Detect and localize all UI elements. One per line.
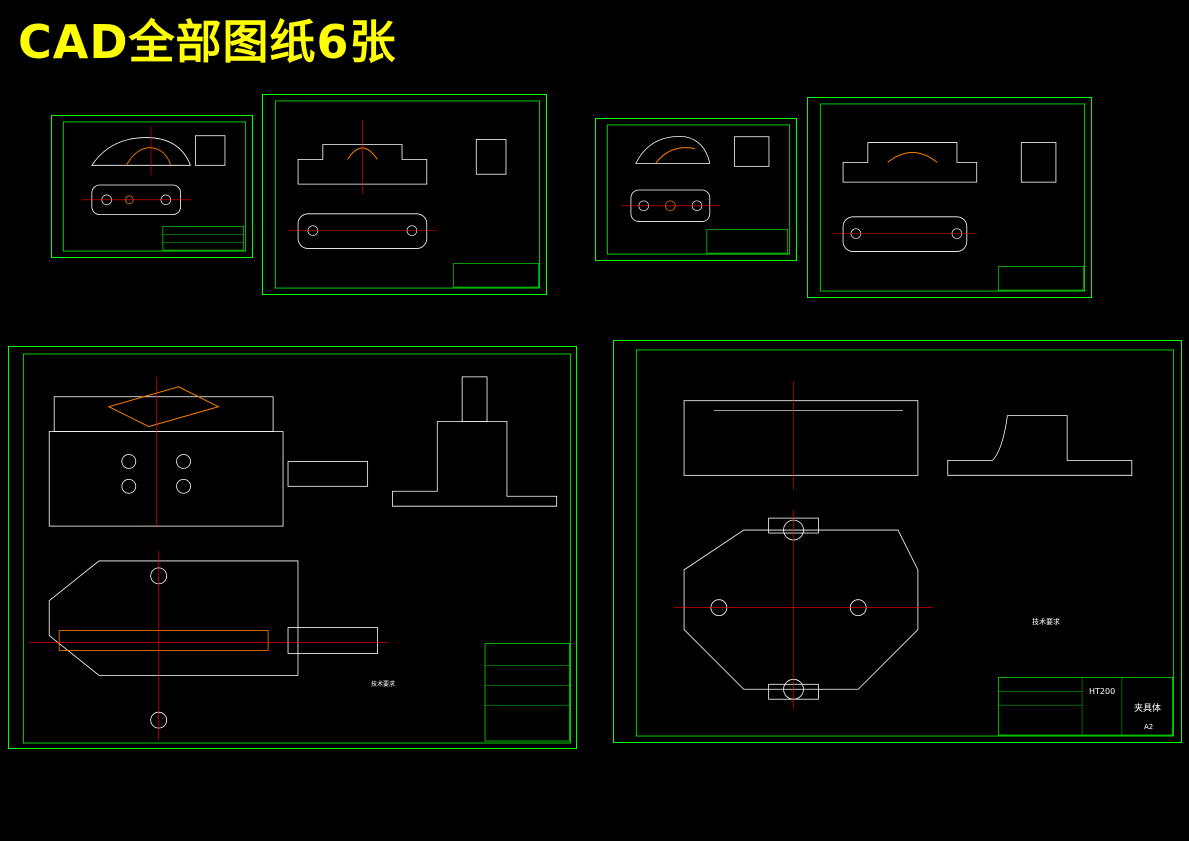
drawing-sheet-2[interactable]: [262, 94, 547, 295]
sheet-4-drawing: [819, 103, 1086, 292]
drawing-sheet-5[interactable]: 技术要求: [8, 346, 577, 749]
sheet-3-drawing: [606, 124, 791, 255]
drawing-sheet-1[interactable]: [51, 115, 253, 258]
part-name-label: 夹具体: [1134, 704, 1162, 714]
sheet-1-drawing: [62, 121, 247, 252]
page-title: CAD全部图纸6张: [18, 15, 397, 69]
drawing-sheet-4[interactable]: [807, 97, 1092, 298]
sheet-6-drawing: [635, 349, 1175, 737]
scale-label: A2: [1144, 723, 1154, 731]
sheet-2-drawing: [274, 100, 541, 289]
assembly-notes-title: 技术要求: [371, 681, 396, 688]
sheet-5-drawing: [22, 353, 572, 744]
material-label: HT200: [1089, 687, 1116, 696]
drawing-sheet-3[interactable]: [595, 118, 797, 261]
drawing-sheet-6[interactable]: 技术要求 HT200 夹具体 A2: [613, 340, 1182, 743]
part-notes-title: 技术要求: [1032, 618, 1060, 626]
